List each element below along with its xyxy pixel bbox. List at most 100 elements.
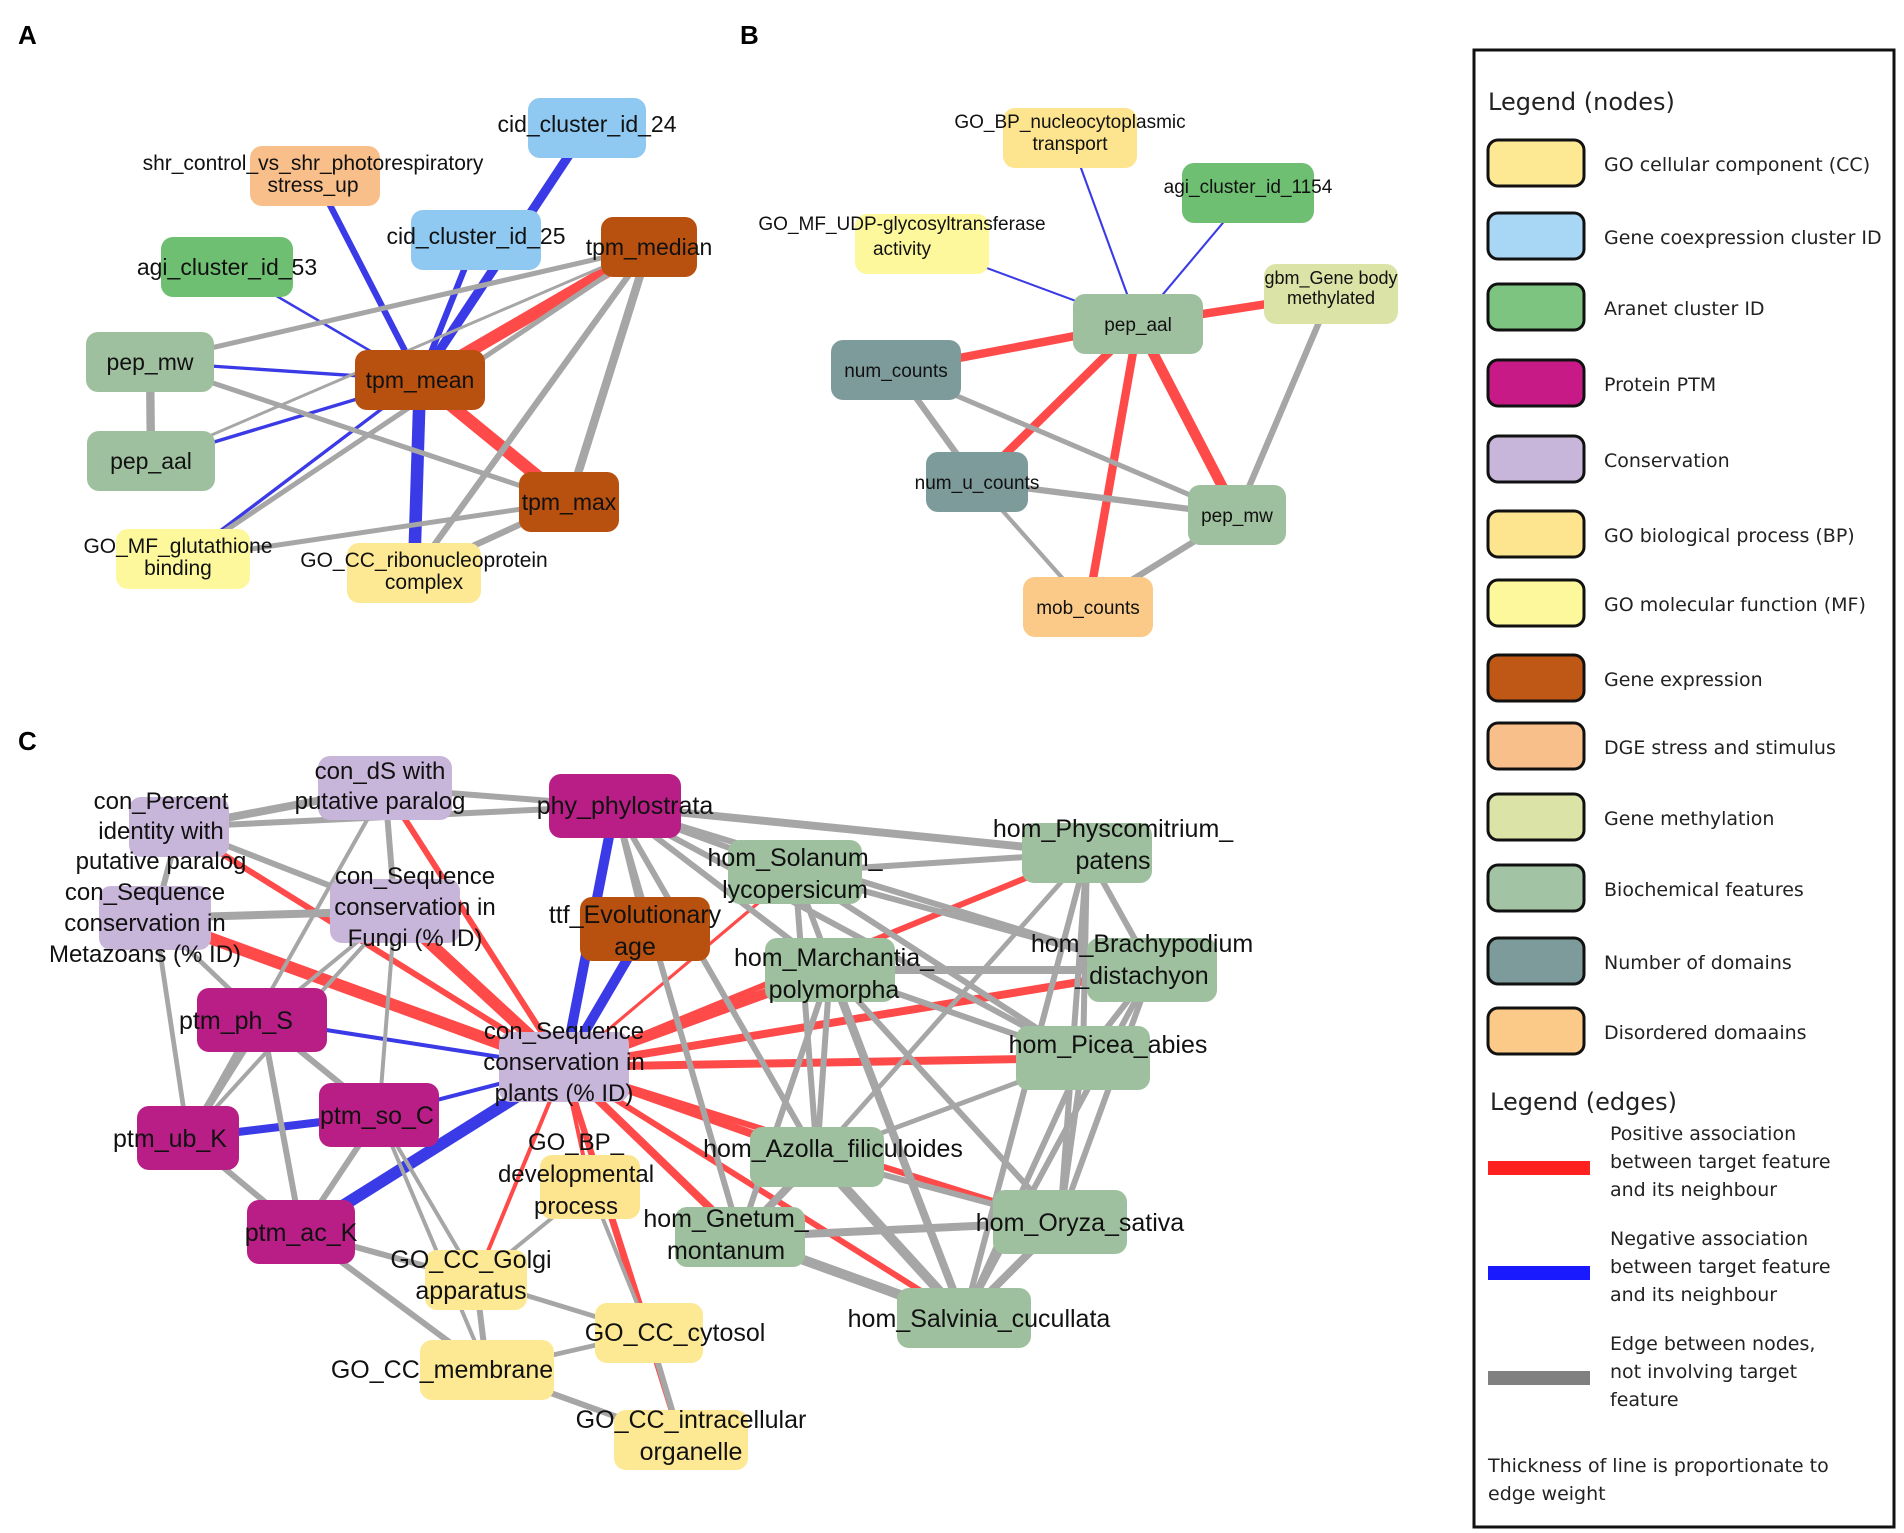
node-homazo: hom_Azolla_filiculoides xyxy=(703,1127,963,1187)
node-pepaal: pep_aal xyxy=(87,431,215,491)
legend-edge-item: Positive association between target featu… xyxy=(1488,1123,1831,1201)
node-box-goccgolgi xyxy=(425,1250,527,1310)
edge-negative-goccribo-tpmmean xyxy=(407,379,427,574)
node-pepmw: pep_mw xyxy=(1188,485,1286,545)
node-tpmmean: tpm_mean xyxy=(355,350,485,410)
node-box-homphy xyxy=(1022,823,1152,883)
node-box-pepaal xyxy=(87,431,215,491)
node-label-pepmw: pep_mw xyxy=(1201,506,1273,527)
node-phy: phy_phylostrata xyxy=(537,774,714,838)
edge-other-conmeta-ptmubk xyxy=(152,917,191,1139)
node-box-numcounts xyxy=(831,340,961,400)
node-tpmmedian: tpm_median xyxy=(586,217,712,277)
node-homphy: hom_Physcomitrium_patens xyxy=(993,815,1234,883)
node-label-homphy: patens xyxy=(1075,847,1150,875)
legend-swatch xyxy=(1486,138,1586,188)
node-label-goccintra: organelle xyxy=(640,1438,743,1466)
legend-node-label: Biochemical features xyxy=(1604,879,1804,901)
node-label-ttf: ttf_Evolutionary xyxy=(549,901,722,929)
edge-other-ptmsoc-goccmem xyxy=(377,1114,489,1371)
edge-other-confungi-ptmsoc xyxy=(377,910,397,1116)
legend-node-item: GO cellular component (CC) xyxy=(1486,138,1870,188)
node-homsal: hom_Salvinia_cucullata xyxy=(848,1288,1110,1348)
node-label-gomfglut: binding xyxy=(144,557,212,580)
node-label-conds: con_dS with xyxy=(315,758,446,785)
node-ptmack: ptm_ac_K xyxy=(245,1200,358,1264)
node-label-shr: stress_up xyxy=(267,174,358,197)
legend-note: Thickness of line is proportionate toedg… xyxy=(1487,1455,1829,1505)
node-box-hompic xyxy=(1016,1026,1150,1090)
node-box-pepmw xyxy=(1188,485,1286,545)
edge-positive-pepmw-pepaal xyxy=(1133,321,1242,518)
node-label-hombra: _distachyon xyxy=(1074,962,1208,990)
legend-node-label: Gene coexpression cluster ID xyxy=(1604,227,1882,249)
node-label-conpct: putative paralog xyxy=(76,848,247,875)
node-box-gbm xyxy=(1264,264,1398,324)
legend-frame xyxy=(1472,48,1896,1529)
legend-node-label: GO cellular component (CC) xyxy=(1604,154,1870,176)
legend-node-item: Biochemical features xyxy=(1486,863,1804,913)
edge-other-hommar-homory xyxy=(827,967,1063,1225)
legend-node-label: GO biological process (BP) xyxy=(1604,525,1855,547)
node-box-ptmphs xyxy=(197,988,327,1052)
node-label-cid24: cid_cluster_id_24 xyxy=(497,111,676,137)
node-box-shr xyxy=(250,146,380,206)
legend-swatch xyxy=(1486,936,1586,986)
node-cid24: cid_cluster_id_24 xyxy=(497,98,677,158)
legend-node-item: Protein PTM xyxy=(1486,358,1716,408)
edge-positive-homsal-conplants xyxy=(562,1064,966,1321)
node-homgne: hom_Gnetum_montanum xyxy=(643,1205,810,1267)
node-label-ptmsoc: ptm_so_C xyxy=(320,1102,434,1130)
node-box-confungi xyxy=(330,879,460,943)
legend-swatch xyxy=(1486,792,1586,842)
node-box-pepmw xyxy=(86,332,214,392)
edge-other-phy-homgne xyxy=(612,805,743,1238)
edge-other-phy-homazo xyxy=(612,804,820,1159)
node-box-homsol xyxy=(728,840,862,904)
node-label-gomfglut: GO_MF_glutathione xyxy=(83,535,272,558)
node-label-homgne: hom_Gnetum_ xyxy=(643,1205,809,1233)
node-numcounts: num_counts xyxy=(831,340,961,400)
node-label-phy: phy_phylostrata xyxy=(537,792,714,820)
node-label-gbm: methylated xyxy=(1287,288,1375,308)
node-mobcounts: mob_counts xyxy=(1023,577,1153,637)
edge-other-hombra-homory xyxy=(1057,968,1155,1224)
edge-other-hompic-homsal xyxy=(961,1056,1086,1320)
node-label-mobcounts: mob_counts xyxy=(1036,598,1140,619)
node-label-gobpdev: GO_BP_ xyxy=(528,1129,625,1156)
node-goccmem: GO_CC_membrane xyxy=(331,1340,554,1400)
edge-other-phy-homphy xyxy=(614,802,1088,857)
legend-note-line: edge weight xyxy=(1488,1483,1606,1505)
node-box-conpct xyxy=(129,797,229,857)
node-label-gbm: gbm_Gene body xyxy=(1264,268,1397,289)
node-box-goccintra xyxy=(614,1410,748,1470)
node-ptmubk: ptm_ub_K xyxy=(113,1106,239,1170)
legend-edge-label: between target feature xyxy=(1610,1151,1831,1173)
node-box-ptmubk xyxy=(137,1106,239,1170)
edge-other-gbm-pepmw xyxy=(1234,292,1334,517)
legend-node-label: DGE stress and stimulus xyxy=(1604,737,1836,759)
legend-node-label: Disordered domaains xyxy=(1604,1022,1807,1044)
node-label-ttf: age xyxy=(614,933,656,961)
legend-swatch xyxy=(1486,434,1586,484)
legend-nodes-title: Legend (nodes) xyxy=(1488,88,1675,116)
node-gocccyt: GO_CC_cytosol xyxy=(585,1303,765,1363)
node-label-hompic: hom_Picea_abies xyxy=(1009,1031,1208,1059)
legend-edge-label: Positive association xyxy=(1610,1123,1796,1145)
node-box-tpmmean xyxy=(355,350,485,410)
edge-positive-conmeta-conplants xyxy=(152,912,567,1073)
node-label-gomfudp: GO_MF_UDP-glycosyltransferase xyxy=(758,214,1045,235)
node-box-homgne xyxy=(675,1207,805,1267)
node-box-numucounts xyxy=(926,452,1028,512)
node-label-tpmmean: tpm_mean xyxy=(366,367,475,393)
node-box-gocccyt xyxy=(595,1303,703,1363)
node-box-mobcounts xyxy=(1023,577,1153,637)
edge-other-hommar-homsal xyxy=(826,968,968,1320)
